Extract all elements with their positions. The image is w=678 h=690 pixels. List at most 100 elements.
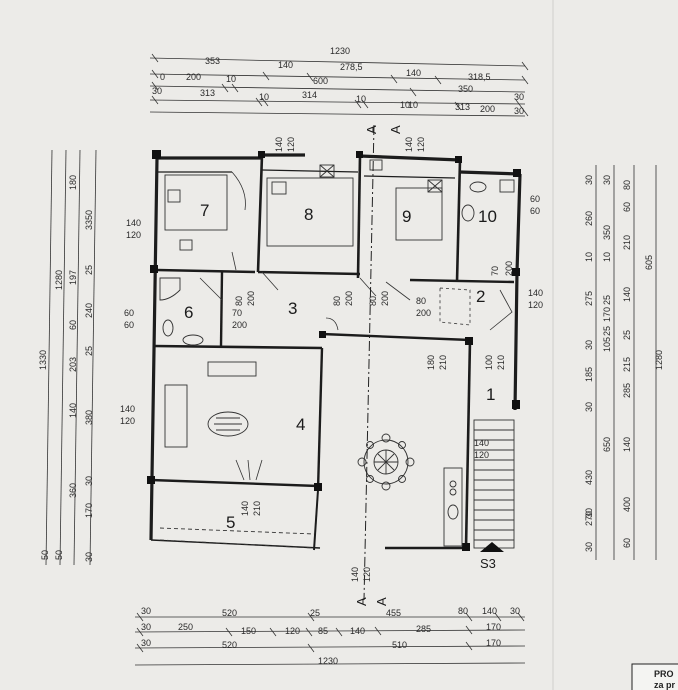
opening-b: 210 xyxy=(438,355,448,370)
opening-a: 80 xyxy=(416,296,426,306)
door-swings xyxy=(199,171,513,481)
dim-label: 85 xyxy=(318,626,328,636)
marker-arrow-icon xyxy=(480,542,504,552)
dim-label: 380 xyxy=(84,410,94,425)
opening-a: 80 xyxy=(332,296,342,306)
opening-a: 140 xyxy=(240,501,250,516)
coffee-table xyxy=(207,411,249,437)
room-label-6: 6 xyxy=(184,303,193,322)
section-label-top-2: A xyxy=(388,125,403,134)
opening-a: 70 xyxy=(232,308,242,318)
section-marker-s3: S3 xyxy=(480,542,504,571)
dim-label: 170 xyxy=(84,503,94,518)
sofa xyxy=(207,361,257,377)
opening-b: 120 xyxy=(474,450,489,460)
dim-label: 0 xyxy=(160,72,165,82)
room-label-7: 7 xyxy=(200,201,209,220)
dim-label: 50 xyxy=(54,550,64,560)
dim-label: 105 xyxy=(602,337,612,352)
boiler xyxy=(499,179,515,193)
dim-label: 275 xyxy=(584,291,594,306)
room-label-1: 1 xyxy=(486,385,495,404)
dim-label: 140 xyxy=(406,68,421,78)
dim-label: 25 xyxy=(602,326,612,336)
structural-columns xyxy=(147,150,521,551)
dim-label: 203 xyxy=(68,357,78,372)
dim-label: 30 xyxy=(584,175,594,185)
dim-label: 285 xyxy=(622,383,632,398)
room-label-8: 8 xyxy=(304,205,313,224)
dim-label: 400 xyxy=(622,497,632,512)
section-line-a-a: A A A A xyxy=(354,124,403,606)
dim-label: 10 xyxy=(584,252,594,262)
opening-b: 200 xyxy=(246,291,256,306)
dim-label: 10 xyxy=(259,92,269,102)
dim-label: 140 xyxy=(622,437,632,452)
dim-label: 10 xyxy=(602,252,612,262)
right-dimension-lines xyxy=(595,165,657,560)
dim-label: 3350 xyxy=(84,210,94,230)
dim-label: 60 xyxy=(68,320,78,330)
opening-b: 120 xyxy=(362,567,372,582)
dim-label: 185 xyxy=(584,367,594,382)
dim-label: 10 xyxy=(356,94,366,104)
room-label-3: 3 xyxy=(288,299,297,318)
dim-label: 455 xyxy=(386,608,401,618)
dim-label: 313 xyxy=(455,102,470,112)
dim-label: 120 xyxy=(285,626,300,636)
title-block-line-1: PRO xyxy=(654,669,674,679)
room-labels: 7 8 9 10 6 3 2 1 4 5 xyxy=(184,201,497,532)
opening-a: 140 xyxy=(404,137,414,152)
dim-label: 350 xyxy=(458,84,473,94)
section-label-bottom: A xyxy=(354,597,369,606)
bottom-dimension-labels: 30 520 25 455 80 140 30 30 250 150 120 8… xyxy=(141,606,520,666)
bottom-dimension-ticks xyxy=(136,612,525,653)
opening-annotations: 140 120 140 120 140 120 60 60 70 200 140… xyxy=(120,137,543,582)
opening-b: 200 xyxy=(232,320,247,330)
dim-label: 1230 xyxy=(330,46,350,56)
room-label-10: 10 xyxy=(478,207,497,226)
dim-label: 80 xyxy=(458,606,468,616)
opening-a: 60 xyxy=(124,308,134,318)
toilet xyxy=(162,319,174,337)
dim-label: 353 xyxy=(205,56,220,66)
room-label-4: 4 xyxy=(296,415,305,434)
dim-label: 30 xyxy=(584,340,594,350)
dim-label: 80 xyxy=(622,180,632,190)
dim-label: 270 xyxy=(584,511,594,526)
opening-b: 60 xyxy=(124,320,134,330)
opening-a: 140 xyxy=(274,137,284,152)
dim-label: 200 xyxy=(186,72,201,82)
opening-a: 60 xyxy=(530,194,540,204)
dim-label: 30 xyxy=(141,638,151,648)
dim-label: 25 xyxy=(84,346,94,356)
bottom-dimension-lines xyxy=(134,616,526,666)
dim-label: 150 xyxy=(241,626,256,636)
dim-label: 200 xyxy=(480,104,495,114)
dim-label: 240 xyxy=(84,303,94,318)
opening-b: 60 xyxy=(530,206,540,216)
dim-label: 25 xyxy=(602,295,612,305)
top-dimension-lines xyxy=(149,57,526,117)
dim-label: 318,5 xyxy=(468,72,491,82)
dim-label: 140 xyxy=(278,60,293,70)
sofa xyxy=(164,384,188,448)
dim-label: 30 xyxy=(152,86,162,96)
toilet xyxy=(469,181,487,193)
dim-label: 278,5 xyxy=(340,62,363,72)
washbasin xyxy=(461,204,475,222)
opening-a: 140 xyxy=(474,438,489,448)
dim-label: 50 xyxy=(40,550,50,560)
opening-b: 200 xyxy=(344,291,354,306)
opening-b: 210 xyxy=(496,355,506,370)
dim-label: 30 xyxy=(584,402,594,412)
opening-b: 120 xyxy=(120,416,135,426)
opening-b: 120 xyxy=(126,230,141,240)
opening-b: 200 xyxy=(504,261,514,276)
dim-label: 30 xyxy=(584,542,594,552)
dim-label: 180 xyxy=(68,175,78,190)
dim-label: 30 xyxy=(84,552,94,562)
opening-a: 140 xyxy=(120,404,135,414)
dim-label: 140 xyxy=(622,287,632,302)
